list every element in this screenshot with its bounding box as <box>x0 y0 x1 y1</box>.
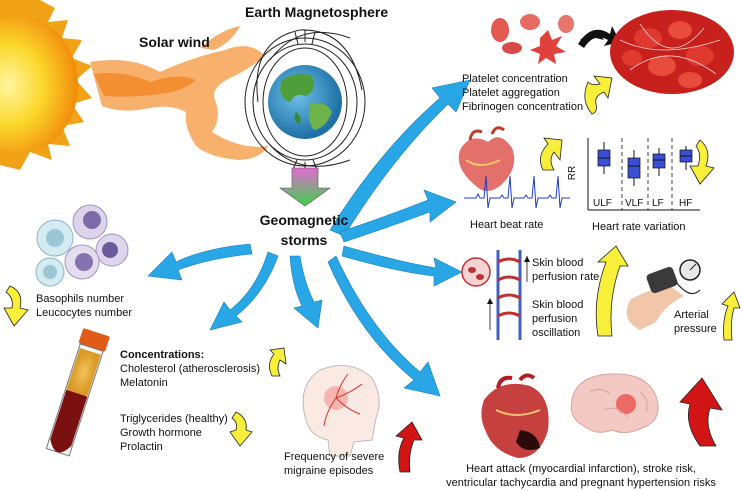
migraine-label: Frequency of severe migraine episodes <box>284 450 384 478</box>
hrv-plot <box>587 138 700 211</box>
clot-arrow <box>578 26 620 48</box>
hormones-block: Triglycerides (healthy) Growth hormone P… <box>120 412 228 454</box>
flow-arrow-to-platelets <box>329 79 471 237</box>
cardio-risks-label: Heart attack (myocardial infarction), st… <box>424 462 738 490</box>
leucocytes-label: Leucocytes number <box>36 307 132 319</box>
hrv-down-arrow <box>689 139 715 185</box>
storm-down-arrow <box>279 167 331 207</box>
hrv-band-lf: LF <box>652 198 664 209</box>
cholesterol-up-arrow <box>269 347 287 377</box>
hrv-box-ulf <box>597 142 611 174</box>
skin-up-arrow <box>595 245 629 337</box>
skin-rate-line2: perfusion rate <box>532 271 600 283</box>
hrv-caption: Heart rate variation <box>592 221 686 233</box>
flow-arrow-to-skin <box>341 245 463 287</box>
platelet-text: Platelet concentration Platelet aggregat… <box>462 72 583 114</box>
growth-hormone-label: Growth hormone <box>120 427 202 439</box>
ecg-trace <box>464 175 570 209</box>
geomagnetic-storms-label: Geomagnetic storms <box>244 210 364 250</box>
migraine-line2: migraine episodes <box>284 465 374 477</box>
blood-cells-label: Basophils number Leucocytes number <box>36 292 132 320</box>
blood-pressure-cuff-illustration <box>626 259 701 330</box>
brain-stroke-illustration <box>570 373 659 434</box>
magnetosphere-title: Earth Magnetosphere <box>245 4 389 20</box>
flow-arrow-to-blood-cells <box>147 243 253 281</box>
leucocytes-illustration <box>35 204 129 287</box>
heart-rate-up-arrow <box>540 137 563 171</box>
heart-beat-rate-label: Heart beat rate <box>470 219 544 231</box>
prolactin-label: Prolactin <box>120 441 163 453</box>
hrv-box-hf <box>679 146 693 170</box>
cardio-risks-line2: ventricular tachycardia and pregnant hyp… <box>446 477 716 489</box>
hrv-box-vlf <box>627 150 641 186</box>
migraine-line1: Frequency of severe <box>284 451 385 463</box>
heart-illustration <box>458 126 515 191</box>
blood-cells-down-arrow <box>3 285 29 327</box>
hrv-band-ulf: ULF <box>593 198 612 209</box>
storm-line2: storms <box>280 232 328 248</box>
skin-rate-line1: Skin blood <box>532 257 584 269</box>
storm-line1: Geomagnetic <box>259 212 349 228</box>
flow-arrow-to-tube <box>209 251 279 331</box>
blood-clot-icon <box>610 10 734 94</box>
basophils-label: Basophils number <box>36 293 125 305</box>
head-migraine-illustration <box>302 365 380 457</box>
hrv-band-hf: HF <box>679 198 693 209</box>
cardio-risks-line1: Heart attack (myocardial infarction), st… <box>466 463 696 475</box>
platelets-up-arrow <box>584 75 613 115</box>
blood-tube-illustration <box>45 328 110 457</box>
platelet-concentration-label: Platelet concentration <box>462 73 568 85</box>
cholesterol-label: Cholesterol (atherosclerosis) <box>120 363 260 375</box>
solar-wind-label: Solar wind <box>139 34 210 50</box>
platelets-illustration <box>491 14 620 64</box>
hrv-box-lf <box>652 148 666 176</box>
arterial-line1: Arterial <box>674 309 709 321</box>
skin-osc-line2: perfusion <box>532 313 578 325</box>
skin-osc-line1: Skin blood <box>532 299 584 311</box>
triglycerides-label: Triglycerides (healthy) <box>120 413 228 425</box>
hrv-band-vlf: VLF <box>625 198 644 209</box>
arterial-up-arrow <box>721 291 741 341</box>
concentrations-heading: Concentrations: <box>120 349 205 361</box>
sun-illustration <box>0 0 92 170</box>
skin-vessel-illustration <box>461 250 530 340</box>
arterial-line2: pressure <box>674 323 717 335</box>
skin-perfusion-oscillation-label: Skin blood perfusion oscillation <box>532 298 583 340</box>
flow-arrow-to-cardio <box>327 255 441 397</box>
fibrinogen-label: Fibrinogen concentration <box>462 101 584 113</box>
infarct-heart-illustration <box>481 373 549 458</box>
flow-arrow-to-migraine <box>289 255 323 329</box>
migraine-up-arrow <box>395 421 423 473</box>
hrv-axis-label: RR <box>567 165 579 181</box>
cardio-risk-up-arrow <box>679 377 723 447</box>
skin-perfusion-rate-label: Skin blood perfusion rate <box>532 256 599 284</box>
platelet-aggregation-label: Platelet aggregation <box>462 87 560 99</box>
triglycerides-down-arrow <box>229 411 253 447</box>
flow-arrows <box>147 79 471 397</box>
skin-osc-line3: oscillation <box>532 327 581 339</box>
flow-arrow-to-heart-rate <box>339 189 457 243</box>
arterial-pressure-label: Arterial pressure <box>674 308 717 336</box>
concentrations-block: Concentrations: Cholesterol (atheroscler… <box>120 348 260 390</box>
solar-wind-illustration <box>90 26 268 160</box>
earth-globe <box>268 65 342 139</box>
melatonin-label: Melatonin <box>120 377 168 389</box>
